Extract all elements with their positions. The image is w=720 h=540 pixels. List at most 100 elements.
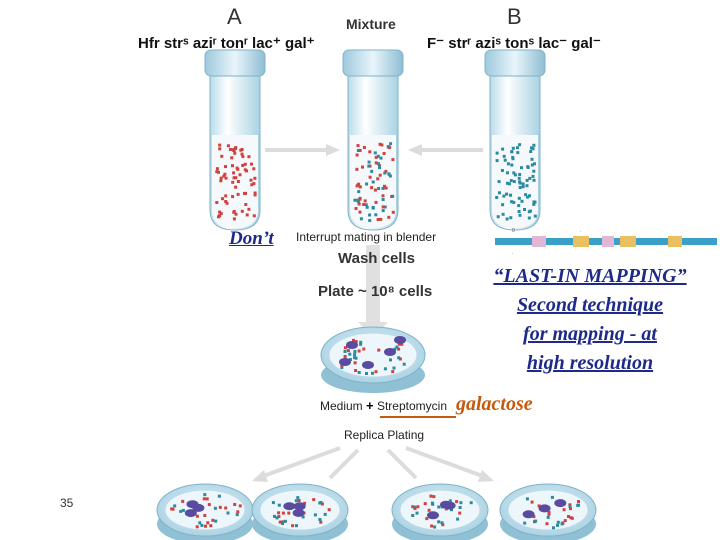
cell-dot xyxy=(298,499,301,502)
cell-dot xyxy=(233,503,236,506)
colony xyxy=(293,509,305,517)
cell-dot xyxy=(282,512,285,515)
cell-dot xyxy=(361,166,364,169)
cell-dot xyxy=(354,361,357,364)
colony xyxy=(339,358,351,366)
cell-dot xyxy=(382,205,385,208)
cell-dot xyxy=(551,496,554,499)
cell-dot xyxy=(358,371,361,374)
cell-dot xyxy=(229,148,232,151)
cell-dot xyxy=(521,200,524,203)
cell-dot xyxy=(506,171,509,174)
cell-dot xyxy=(563,508,566,511)
cell-dot xyxy=(532,203,535,206)
cell-dot xyxy=(246,213,249,216)
cell-dot xyxy=(567,515,570,518)
cell-dot xyxy=(519,214,522,217)
colony xyxy=(394,336,406,344)
tube-b-genotype: F⁻ strʳ aziˢ tonˢ lac⁻ gal⁻ xyxy=(427,34,601,52)
cell-dot xyxy=(233,217,236,220)
cell-dot xyxy=(376,177,379,180)
cell-dot xyxy=(220,212,223,215)
cell-dot xyxy=(576,504,579,507)
cell-dot xyxy=(196,525,199,528)
colony xyxy=(554,499,566,507)
cell-dot xyxy=(416,505,419,508)
cell-dot xyxy=(354,369,357,372)
cell-dot xyxy=(518,173,521,176)
cell-dot xyxy=(505,193,508,196)
tube-b-label: B xyxy=(507,4,522,30)
cell-dot xyxy=(512,157,515,160)
replica-arrows xyxy=(252,448,494,482)
cell-dot xyxy=(364,199,367,202)
cell-dot xyxy=(198,521,201,524)
cell-dot xyxy=(224,165,227,168)
cell-dot xyxy=(502,213,505,216)
cell-dot xyxy=(366,206,369,209)
svg-text:.: . xyxy=(512,250,513,256)
cell-dot xyxy=(359,341,362,344)
cell-dot xyxy=(387,172,390,175)
cell-dot xyxy=(509,194,512,197)
cell-dot xyxy=(577,500,580,503)
cell-dot xyxy=(546,522,549,525)
cell-dot xyxy=(387,216,390,219)
cell-dot xyxy=(416,512,419,515)
cell-dot xyxy=(379,218,382,221)
cell-dot xyxy=(254,193,257,196)
cell-dot xyxy=(273,515,276,518)
cell-dot xyxy=(362,203,365,206)
cell-dot xyxy=(370,170,373,173)
replica-step: Replica Plating xyxy=(344,428,424,442)
cell-dot xyxy=(441,521,444,524)
mapping-title: “LAST-IN MAPPING” xyxy=(470,262,710,291)
cell-dot xyxy=(382,198,385,201)
cell-dot xyxy=(526,497,529,500)
cell-dot xyxy=(236,513,239,516)
cell-dot xyxy=(377,155,380,158)
colony xyxy=(346,341,358,349)
cell-dot xyxy=(495,196,498,199)
cell-dot xyxy=(385,187,388,190)
cell-dot xyxy=(200,524,203,527)
cell-dot xyxy=(531,164,534,167)
cell-dot xyxy=(496,159,499,162)
medium-prefix: Medium xyxy=(320,399,363,413)
cell-dot xyxy=(507,162,510,165)
cell-dot xyxy=(520,166,523,169)
cell-dot xyxy=(231,181,234,184)
cell-dot xyxy=(374,213,377,216)
cell-dot xyxy=(501,148,504,151)
cell-dot xyxy=(234,186,237,189)
cell-dot xyxy=(496,152,499,155)
cell-dot xyxy=(224,194,227,197)
cell-dot xyxy=(523,208,526,211)
cell-dot xyxy=(534,215,537,218)
cell-dot xyxy=(383,172,386,175)
cell-dot xyxy=(375,370,378,373)
cell-dot xyxy=(382,209,385,212)
cell-dot xyxy=(353,353,356,356)
cell-dot xyxy=(250,179,253,182)
cell-dot xyxy=(528,217,531,220)
cell-dot xyxy=(379,174,382,177)
interrupt-step: Interrupt mating in blender xyxy=(296,230,436,244)
cell-dot xyxy=(296,496,299,499)
cell-dot xyxy=(514,173,517,176)
cell-dot xyxy=(204,525,207,528)
cell-dot xyxy=(227,512,230,515)
cell-dot xyxy=(547,516,550,519)
cell-dot xyxy=(253,177,256,180)
cell-dot xyxy=(220,177,223,180)
cell-dot xyxy=(518,180,521,183)
cell-dot xyxy=(383,152,386,155)
cell-dot xyxy=(372,207,375,210)
cell-dot xyxy=(509,216,512,219)
colony xyxy=(187,500,199,508)
cell-dot xyxy=(230,156,233,159)
cell-dot xyxy=(459,506,462,509)
cell-dot xyxy=(501,203,504,206)
colony xyxy=(362,361,374,369)
cell-dot xyxy=(532,175,535,178)
